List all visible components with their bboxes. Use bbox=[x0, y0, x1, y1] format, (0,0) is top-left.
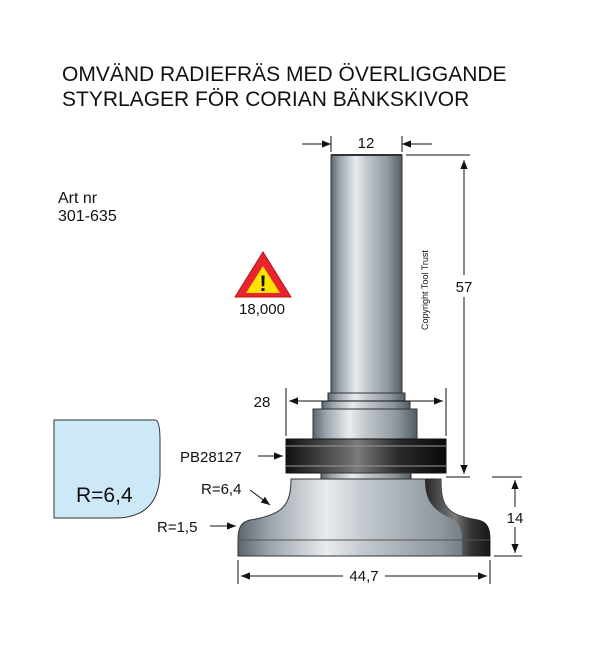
dim-shank-length: 57 bbox=[456, 279, 473, 296]
copyright-text: Copyright Tool Trust bbox=[420, 250, 430, 330]
bearing-part-number: PB28127 bbox=[180, 449, 242, 466]
upper-hub bbox=[312, 408, 418, 440]
dim-radius-lower: R=1,5 bbox=[157, 519, 197, 536]
dim-bearing-diameter: 28 bbox=[254, 394, 271, 411]
shank-collar-lower bbox=[321, 400, 411, 410]
article-label: Art nr bbox=[58, 190, 98, 207]
bearing bbox=[285, 438, 447, 474]
warning-symbol: ! bbox=[259, 271, 266, 296]
dim-radius-upper: R=6,4 bbox=[201, 481, 241, 498]
profile-radius-label: R=6,4 bbox=[76, 484, 133, 507]
shank bbox=[330, 154, 403, 394]
dim-height: 14 bbox=[507, 510, 524, 527]
profile-shape bbox=[53, 419, 161, 519]
warning-icon: ! bbox=[234, 251, 292, 298]
dim-shank-diameter: 12 bbox=[358, 135, 375, 152]
title-line-2: STYRLAGER FÖR CORIAN BÄNKSKIVOR bbox=[62, 88, 469, 111]
carbide-insert bbox=[425, 479, 490, 556]
shank-collar bbox=[327, 392, 406, 402]
dim-cutter-diameter: 44,7 bbox=[349, 568, 378, 585]
lower-spacer bbox=[320, 472, 412, 480]
title-line-1: OMVÄND RADIEFRÄS MED ÖVERLIGGANDE bbox=[62, 63, 507, 86]
warning-rpm: 18,000 bbox=[239, 301, 285, 318]
article-number: 301-635 bbox=[58, 208, 117, 225]
